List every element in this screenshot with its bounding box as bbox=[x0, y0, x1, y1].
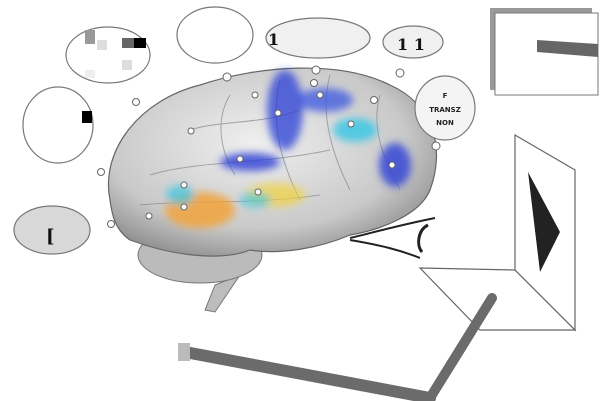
screen-panel-top bbox=[490, 8, 599, 96]
bubble-text-eleven: 1 1 bbox=[397, 35, 425, 54]
bubble-empty bbox=[176, 6, 254, 64]
bars bbox=[178, 293, 497, 401]
pixel-pattern bbox=[82, 30, 146, 123]
bubble-square bbox=[22, 86, 94, 164]
bubble-text-transz: TRANSZ bbox=[429, 106, 461, 114]
bubble-bracket bbox=[13, 205, 91, 255]
bubble-pixels bbox=[65, 26, 151, 84]
eye-icon bbox=[349, 217, 436, 259]
bubble-words bbox=[414, 75, 476, 141]
stimulus-display bbox=[418, 133, 577, 332]
electrode-dots bbox=[97, 65, 441, 228]
bubble-text-bracket: [ bbox=[46, 226, 55, 247]
bubble-one bbox=[265, 17, 371, 59]
bubble-eleven bbox=[382, 25, 444, 59]
bubble-text-non: NON bbox=[436, 119, 454, 127]
brain bbox=[97, 65, 441, 313]
bubble-text-f: F bbox=[443, 92, 448, 100]
triangle-stimulus bbox=[528, 172, 560, 272]
bubble-text-one: 1 bbox=[268, 30, 279, 49]
